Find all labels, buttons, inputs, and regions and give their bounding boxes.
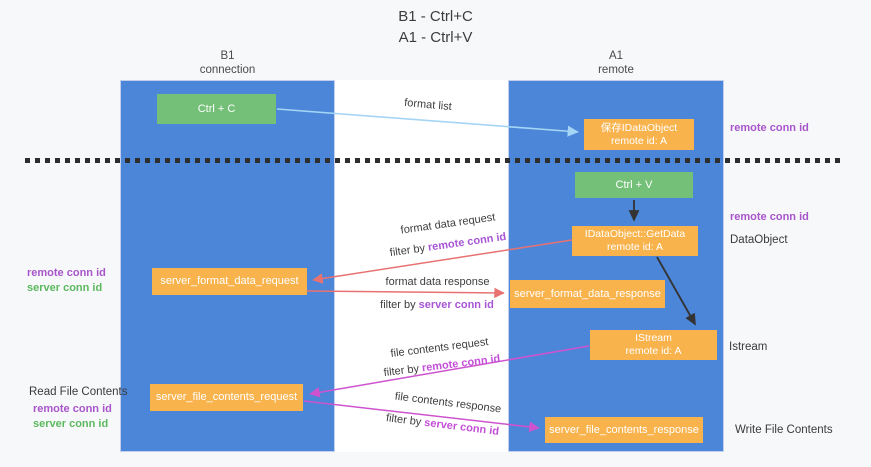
server-file-contents-response-label: server_file_contents_response	[549, 423, 699, 436]
format-data-request-arrow	[312, 239, 573, 284]
diagram-title: B1 - Ctrl+C A1 - Ctrl+V	[0, 6, 871, 48]
ctrl-c-label: Ctrl + C	[197, 102, 236, 115]
save-idataobject-box: 保存IDataObject remote id: A	[584, 119, 694, 150]
left-column-header: B1 connection	[120, 49, 335, 77]
ctrl-v-label: Ctrl + V	[615, 178, 653, 191]
filter-key-server-conn-id-2: server conn id	[418, 299, 494, 311]
format-data-response-arrow	[306, 287, 505, 299]
annotation-istream: Istream	[729, 341, 768, 353]
title-line-b1: B1 - Ctrl+C	[398, 8, 473, 25]
save-idataobject-line1: 保存IDataObject	[600, 121, 678, 134]
left-column-subtitle: connection	[199, 64, 256, 76]
format-data-response-label: format data response	[385, 276, 490, 288]
filter-by-text-2: filter by	[380, 299, 419, 311]
left-column-name: B1	[220, 50, 235, 62]
annotation-left-server-conn-id-bottom: server conn id	[33, 418, 109, 430]
server-format-data-request-box: server_format_data_request	[152, 268, 307, 295]
right-column-header: A1 remote	[508, 49, 724, 77]
getdata-line1: IDataObject::GetData	[584, 228, 686, 240]
server-file-contents-request-box: server_file_contents_request	[150, 384, 303, 411]
getdata-line2: remote id: A	[606, 241, 664, 253]
ctrl-c-box: Ctrl + C	[157, 94, 276, 124]
clipboard-boundary-dashed-line	[25, 158, 843, 163]
format-data-response-filter-label: filter by server conn id	[372, 299, 502, 311]
annotation-left-remote-conn-id-bottom: remote conn id	[33, 403, 112, 415]
ctrl-v-box: Ctrl + V	[575, 172, 693, 198]
annotation-remote-conn-id-mid: remote conn id	[730, 211, 809, 223]
file-contents-response-arrow	[303, 400, 540, 433]
istream-line2: remote id: A	[625, 345, 682, 357]
annotation-remote-conn-id-top: remote conn id	[730, 122, 809, 134]
server-format-data-request-label: server_format_data_request	[160, 275, 299, 287]
istream-line1: IStream	[635, 332, 672, 344]
server-format-data-response-label: server_format_data_response	[514, 287, 661, 300]
server-format-data-response-box: server_format_data_response	[510, 280, 665, 308]
title-line-a1: A1 - Ctrl+V	[398, 29, 473, 46]
format-list-arrow	[276, 108, 579, 137]
right-column-name: A1	[608, 50, 624, 62]
server-file-contents-response-box: server_file_contents_response	[545, 417, 703, 443]
idataobject-getdata-box: IDataObject::GetData remote id: A	[572, 226, 698, 256]
annotation-read-file-contents: Read File Contents	[29, 386, 128, 398]
file-contents-request-arrow	[309, 345, 590, 398]
getdata-to-istream-arrow	[656, 256, 696, 326]
message-corridor	[335, 80, 508, 452]
annotation-dataobject: DataObject	[730, 234, 788, 246]
istream-box: IStream remote id: A	[590, 330, 717, 360]
server-file-contents-request-label: server_file_contents_request	[155, 391, 298, 403]
annotation-write-file-contents: Write File Contents	[735, 424, 833, 436]
save-idataobject-line2: remote id: A	[610, 134, 668, 147]
annotation-left-remote-conn-id-top: remote conn id	[27, 267, 106, 279]
right-column-subtitle: remote	[598, 64, 634, 76]
annotation-left-server-conn-id-top: server conn id	[27, 282, 103, 294]
